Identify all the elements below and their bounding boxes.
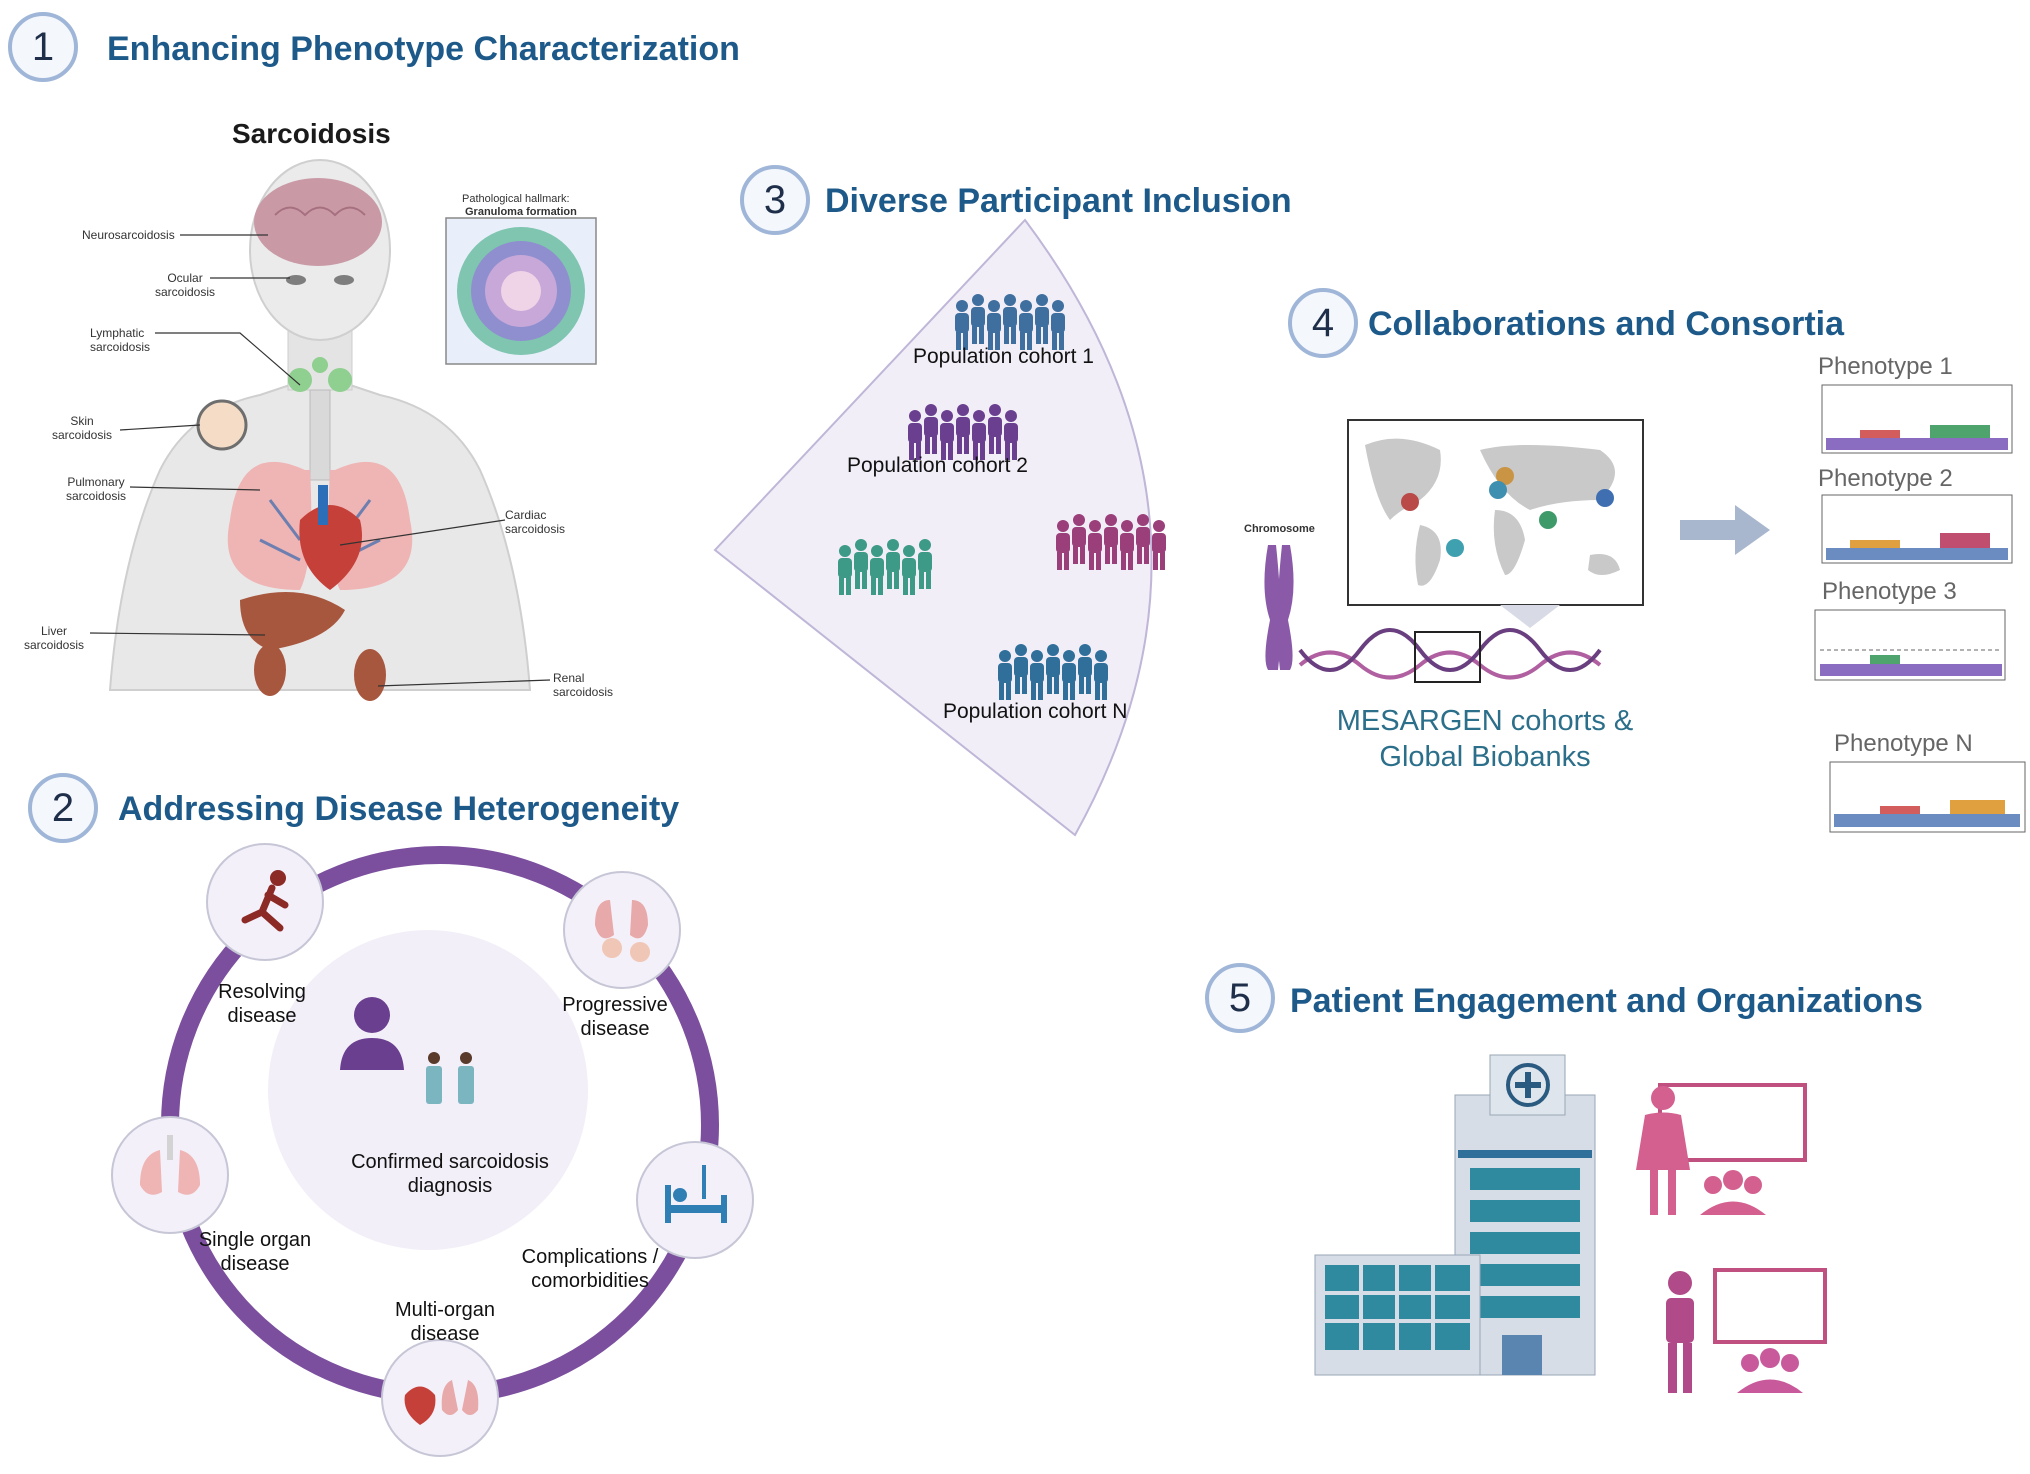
label-neurosarcoidosis: Neurosarcoidosis xyxy=(82,228,175,242)
body-leader-lines xyxy=(89,234,551,687)
biobanks-caption-line2: Global Biobanks xyxy=(1379,741,1591,773)
granuloma-label: Granuloma formation xyxy=(465,206,577,218)
section-2-title: Addressing Disease Heterogeneity xyxy=(118,790,680,828)
presenter-1-icon xyxy=(1636,1083,1807,1215)
section-3-title: Diverse Participant Inclusion xyxy=(825,182,1292,220)
section-4-badge: 4 xyxy=(1288,288,1358,358)
biobanks-caption: MESARGEN cohorts & Global Biobanks xyxy=(1320,703,1650,775)
hallmark-label: Pathological hallmark: xyxy=(462,193,570,205)
complications-label: Complications /comorbidities xyxy=(521,1246,659,1292)
phenotype-n-label: Phenotype N xyxy=(1834,730,1973,757)
node-complications xyxy=(636,1141,754,1259)
manhattan-plot-3 xyxy=(1814,609,2006,681)
node-progressive xyxy=(563,871,681,989)
dna-helix xyxy=(1298,628,1602,683)
cohort-n-label: Population cohort N xyxy=(943,700,1128,723)
node-resolving xyxy=(206,843,324,961)
biobanks-caption-line1: MESARGEN cohorts & xyxy=(1336,705,1634,737)
section-1-badge: 1 xyxy=(8,12,78,82)
node-single-organ xyxy=(111,1116,229,1234)
doctor-icon xyxy=(340,997,404,1070)
chromosome-icon xyxy=(1264,545,1294,670)
manhattan-plot-2 xyxy=(1821,494,2013,564)
section-5-badge: 5 xyxy=(1205,963,1275,1033)
patients-icon xyxy=(426,1052,474,1104)
cohort-2-label: Population cohort 2 xyxy=(847,454,1028,477)
section-3-badge: 3 xyxy=(740,165,810,235)
section-1-title: Enhancing Phenotype Characterization xyxy=(107,30,740,68)
presenter-2-icon xyxy=(1666,1268,1827,1393)
arrow-right-icon xyxy=(1680,505,1770,555)
hospital-icon xyxy=(1314,1054,1596,1376)
cohort-wedge xyxy=(713,218,1153,837)
granuloma-illustration xyxy=(445,217,597,365)
phenotype-1-label: Phenotype 1 xyxy=(1818,353,1953,380)
node-multi-organ xyxy=(381,1339,499,1457)
body-illustration xyxy=(108,159,532,701)
section-2-badge: 2 xyxy=(28,773,98,843)
world-map xyxy=(1347,419,1644,628)
section-4-title: Collaborations and Consortia xyxy=(1368,305,1845,343)
manhattan-plot-1 xyxy=(1821,384,2013,454)
sarcoidosis-heading: Sarcoidosis xyxy=(232,118,391,149)
section-5-title: Patient Engagement and Organizations xyxy=(1290,982,1923,1020)
phenotype-2-label: Phenotype 2 xyxy=(1818,465,1953,492)
chromosome-label: Chromosome xyxy=(1244,523,1315,535)
manhattan-plot-n xyxy=(1829,761,2026,833)
phenotype-3-label: Phenotype 3 xyxy=(1822,578,1957,605)
cohort-1-label: Population cohort 1 xyxy=(913,345,1094,368)
